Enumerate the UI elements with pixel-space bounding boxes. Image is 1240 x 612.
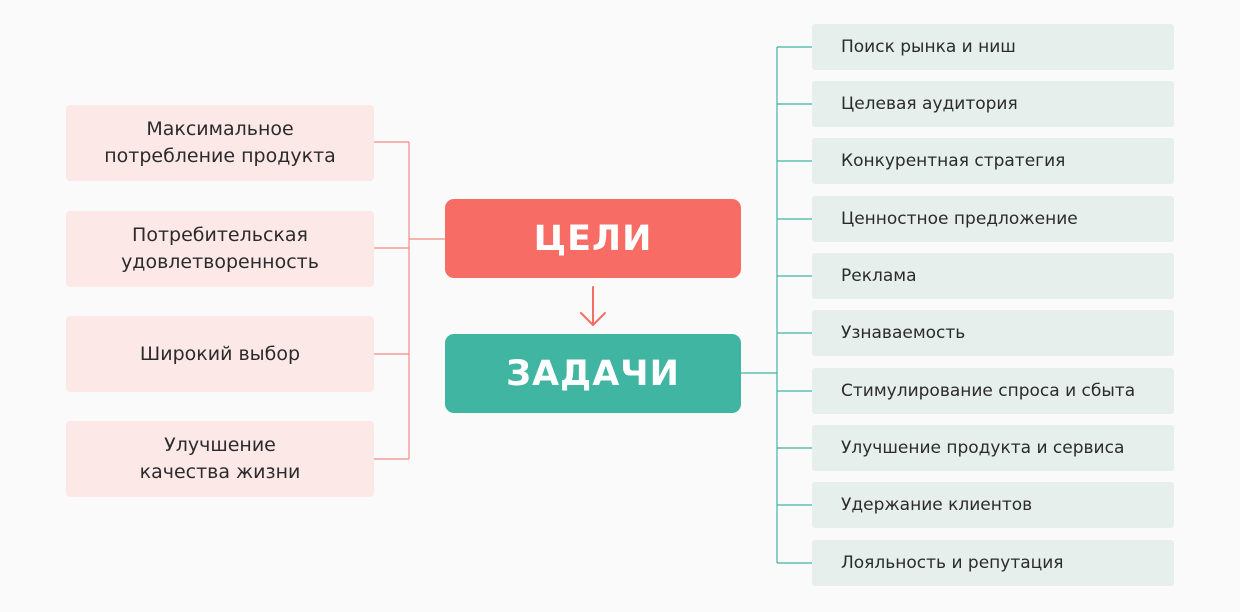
goal-box-max-consumption: Максимальное потребление продукта bbox=[66, 105, 374, 181]
task-label: Стимулирование спроса и сбыта bbox=[841, 381, 1136, 401]
goal-box-satisfaction: Потребительская удовлетворенность bbox=[66, 211, 374, 287]
task-label: Поиск рынка и ниш bbox=[841, 37, 1016, 57]
task-label: Лояльность и репутация bbox=[841, 553, 1064, 573]
task-box: Удержание клиентов bbox=[812, 482, 1174, 528]
goals-connectors bbox=[374, 141, 445, 460]
task-box: Реклама bbox=[812, 253, 1174, 299]
task-box: Ценностное предложение bbox=[812, 196, 1174, 242]
goal-box-wide-choice: Широкий выбор bbox=[66, 316, 374, 392]
tasks-connectors bbox=[741, 46, 812, 564]
task-label: Улучшение продукта и сервиса bbox=[841, 438, 1125, 458]
task-label: Удержание клиентов bbox=[841, 495, 1033, 515]
task-label: Целевая аудитория bbox=[841, 94, 1018, 114]
task-box: Узнаваемость bbox=[812, 310, 1174, 356]
task-box: Улучшение продукта и сервиса bbox=[812, 425, 1174, 471]
task-label: Реклама bbox=[841, 266, 917, 286]
down-arrow-icon bbox=[580, 286, 606, 326]
task-box: Целевая аудитория bbox=[812, 81, 1174, 127]
goal-label: Улучшение качества жизни bbox=[139, 434, 301, 483]
task-box: Поиск рынка и ниш bbox=[812, 24, 1174, 70]
goal-label: Широкий выбор bbox=[139, 342, 301, 365]
task-box: Лояльность и репутация bbox=[812, 540, 1174, 586]
goals-node-label: ЦЕЛИ bbox=[533, 218, 653, 259]
task-label: Ценностное предложение bbox=[841, 209, 1078, 229]
task-box: Конкурентная стратегия bbox=[812, 138, 1174, 184]
goals-node: ЦЕЛИ bbox=[445, 199, 741, 278]
goal-label: Потребительская удовлетворенность bbox=[121, 224, 319, 273]
tasks-node-label: ЗАДАЧИ bbox=[506, 353, 680, 394]
task-box: Стимулирование спроса и сбыта bbox=[812, 368, 1174, 414]
goal-label: Максимальное потребление продукта bbox=[104, 118, 336, 167]
goal-box-quality-of-life: Улучшение качества жизни bbox=[66, 421, 374, 497]
task-label: Узнаваемость bbox=[841, 323, 966, 343]
task-label: Конкурентная стратегия bbox=[841, 151, 1066, 171]
tasks-node: ЗАДАЧИ bbox=[445, 334, 741, 413]
